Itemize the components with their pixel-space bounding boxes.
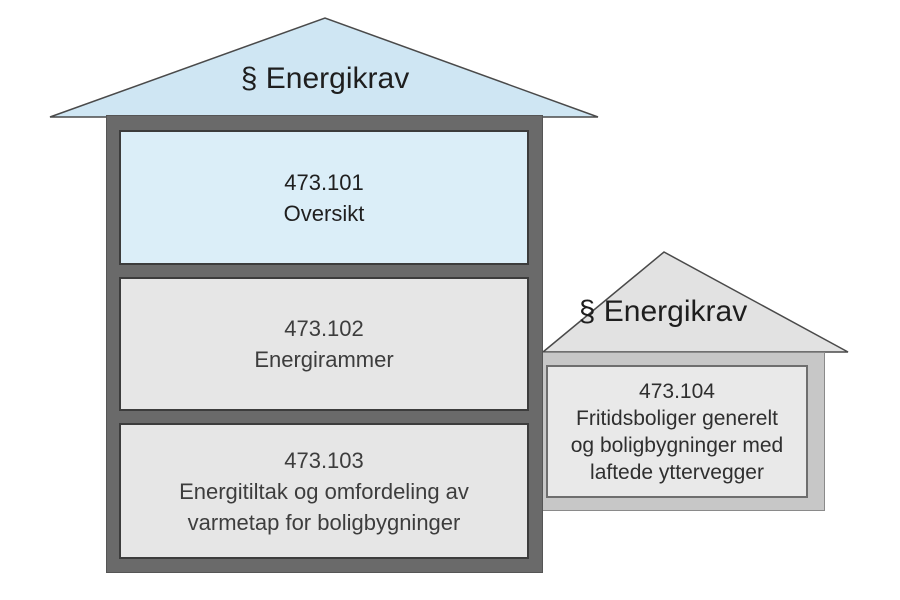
section-code: 473.101 <box>284 169 364 195</box>
section-title-line: Oversikt <box>283 200 365 226</box>
section-title-line: Fritidsboliger generelt <box>576 406 778 430</box>
section-473-104: 473.104 Fritidsboliger generelt og bolig… <box>546 365 808 498</box>
section-title-line: Energirammer <box>254 347 394 372</box>
section-title-line: laftede yttervegger <box>590 460 764 484</box>
section-title-line: varmetap for boligbygninger <box>187 509 461 535</box>
section-473-102: 473.102 Energirammer <box>119 277 529 411</box>
section-473-103: 473.103 Energitiltak og omfordeling av v… <box>119 423 529 559</box>
section-473-101: 473.101 Oversikt <box>119 130 529 265</box>
section-title-line: Energitiltak og omfordeling av <box>179 478 469 504</box>
section-code: 473.102 <box>284 316 364 341</box>
section-title-line: og boligbygninger med <box>570 433 784 457</box>
annex-roof-title: § Energikrav <box>578 295 748 328</box>
section-code: 473.103 <box>284 447 364 473</box>
main-roof-title: § Energikrav <box>240 62 410 95</box>
section-code: 473.104 <box>639 379 715 403</box>
